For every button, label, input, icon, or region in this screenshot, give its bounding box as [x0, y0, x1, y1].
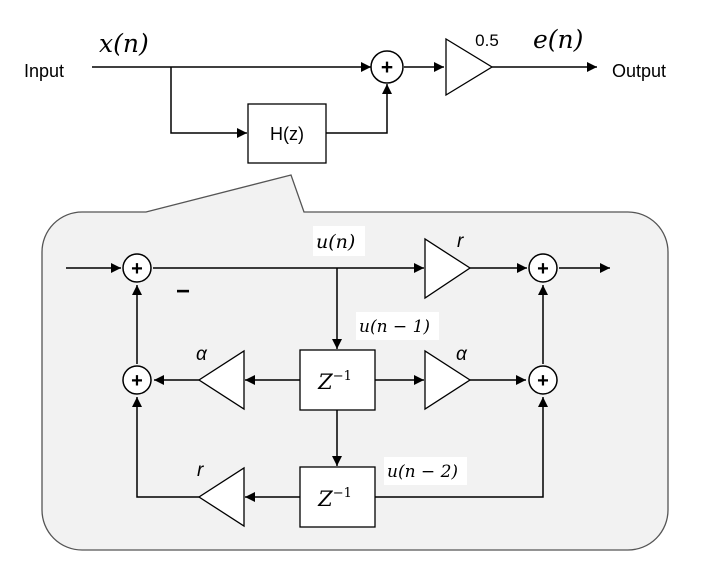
summing-junction-top — [370, 50, 404, 84]
delay-exp-2: −1 — [333, 486, 352, 501]
signal-x-label: x(n) — [99, 29, 149, 58]
wire-hz-to-sum — [326, 84, 392, 134]
signal-un1-label: u(n − 1) — [359, 317, 430, 337]
summing-plus-feedback: + — [131, 370, 143, 392]
gain-alpha-left-label: α — [196, 344, 208, 365]
input-label: Input — [24, 61, 64, 81]
gain-alpha-right-label: α — [456, 344, 468, 365]
label-bg-un2 — [384, 457, 467, 485]
delay-base-1: Z — [317, 370, 333, 394]
gain-triangle-r-bottom — [197, 466, 245, 528]
delay-label-2: Z−1 — [317, 486, 352, 511]
summing-junction-input — [122, 253, 152, 283]
gain-r-bottom-label: r — [197, 460, 204, 481]
signal-e-label: e(n) — [533, 25, 583, 54]
minus-sign: − — [176, 278, 190, 305]
summing-junction-output — [528, 253, 558, 283]
filter-block-hz — [247, 103, 327, 164]
gain-triangle-r-top — [424, 237, 472, 300]
summing-junction-feedback — [122, 365, 152, 395]
gain-triangle-top — [445, 37, 494, 97]
summing-plus-top: + — [381, 56, 393, 79]
signal-un2-label: u(n − 2) — [387, 462, 458, 482]
delay-block-1 — [299, 349, 376, 411]
label-bg-un1 — [356, 312, 439, 340]
summing-junction-feedforward — [528, 365, 558, 395]
gain-r-top-label: r — [457, 231, 464, 252]
delay-exp-1: −1 — [333, 369, 352, 384]
filter-label: H(z) — [270, 124, 304, 144]
wire-delay2-to-right-sum — [375, 397, 548, 498]
gain-triangle-alpha-right — [424, 349, 472, 411]
summing-plus-feedforward: + — [537, 370, 549, 392]
output-label: Output — [612, 61, 666, 81]
summing-plus-output: + — [537, 258, 549, 280]
delay-base-2: Z — [317, 487, 333, 511]
delay-label-1: Z−1 — [317, 369, 352, 394]
summing-plus-input: + — [131, 258, 143, 280]
gain-value-label: 0.5 — [475, 31, 499, 50]
wire-r-left-to-sum — [132, 397, 199, 498]
gain-triangle-alpha-left — [197, 349, 245, 411]
label-bg-un — [313, 226, 365, 256]
delay-block-2 — [299, 466, 376, 528]
wire-branch-to-hz — [170, 67, 247, 138]
signal-un-label: u(n) — [316, 231, 355, 253]
